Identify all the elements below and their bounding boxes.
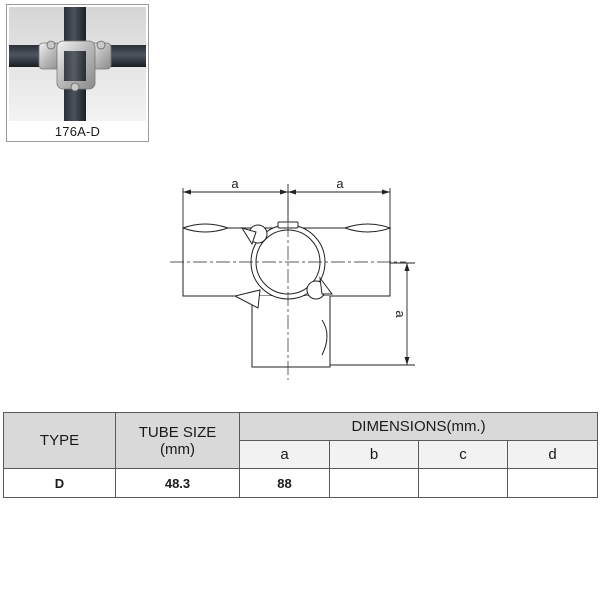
table-row: D 48.3 88 xyxy=(3,468,599,498)
dimension-label-a-side: a xyxy=(393,310,408,318)
dimension-label-a-right: a xyxy=(336,176,344,191)
product-photo xyxy=(9,7,146,121)
header-type: TYPE xyxy=(3,412,116,469)
header-tube-size-label: TUBE SIZE xyxy=(138,423,217,441)
cell-b xyxy=(329,468,419,498)
header-tube-size-unit: (mm) xyxy=(160,440,195,458)
product-code: 176A-D xyxy=(54,124,101,139)
header-c: c xyxy=(418,440,508,469)
cell-d xyxy=(506,468,599,498)
cell-c xyxy=(418,468,508,498)
fitting-photo-image xyxy=(9,7,146,121)
spec-table: TYPE TUBE SIZE (mm) DIMENSIONS(mm.) a b … xyxy=(3,412,599,498)
header-dimensions: DIMENSIONS(mm.) xyxy=(238,412,599,441)
technical-drawing: a a a xyxy=(170,176,415,380)
dimension-label-a-left: a xyxy=(231,176,239,191)
header-tube-size: TUBE SIZE (mm) xyxy=(115,412,240,469)
cell-tube-size: 48.3 xyxy=(115,468,240,498)
cell-a: 88 xyxy=(239,468,330,498)
header-d: d xyxy=(506,440,599,469)
vertical-branch xyxy=(251,296,331,368)
cell-type: D xyxy=(3,468,116,498)
header-b: b xyxy=(329,440,419,469)
header-a: a xyxy=(239,440,330,469)
product-thumbnail: 176A-D xyxy=(6,4,149,142)
